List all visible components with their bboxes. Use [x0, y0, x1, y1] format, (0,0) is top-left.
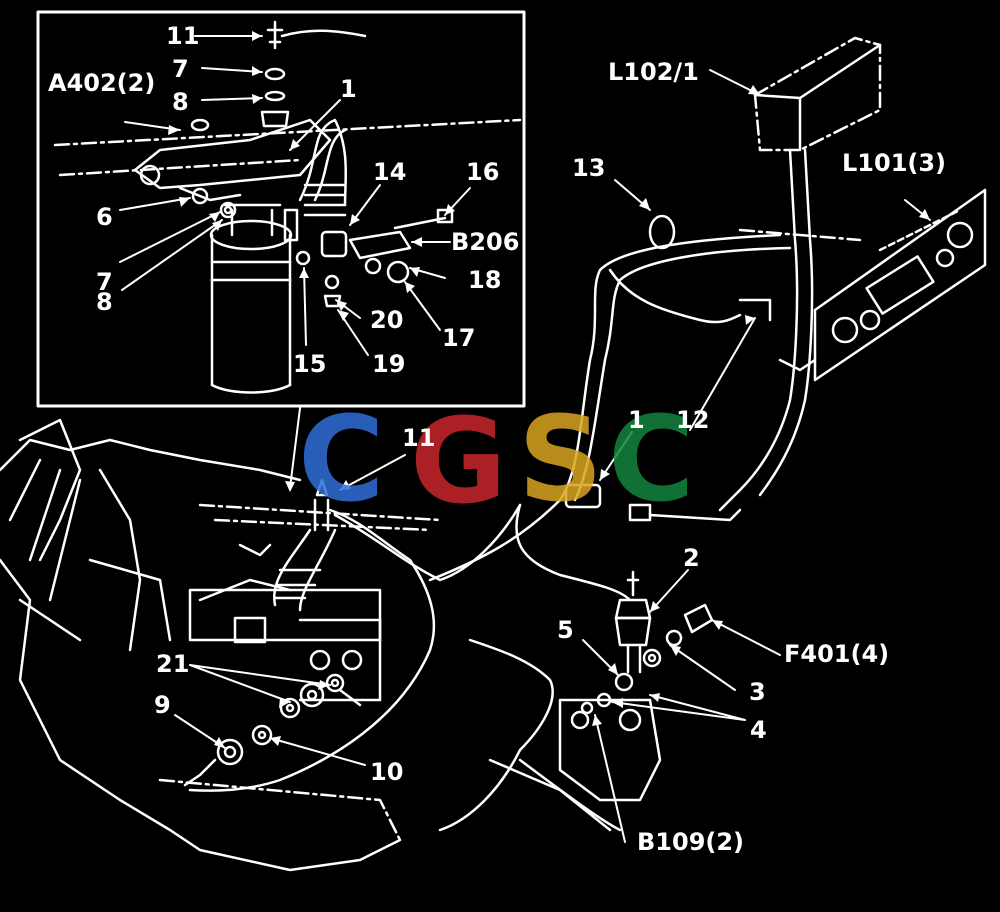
inset-label-b206: B206 [451, 228, 520, 256]
inset-label-11: 11 [166, 22, 200, 50]
harness-connectors [564, 214, 742, 522]
inset-label-17: 17 [442, 324, 476, 352]
engine-block [0, 418, 442, 872]
inset-filter [209, 203, 299, 394]
inset-small-parts [191, 187, 454, 308]
watermark-letter-3: S [518, 390, 603, 528]
l102-gauge-box [718, 36, 882, 512]
label-10: 10 [370, 758, 404, 786]
l101-instrument-panel [738, 188, 987, 382]
label-13: 13 [572, 154, 606, 182]
parts-9-10-21 [183, 673, 362, 787]
label-5: 5 [557, 616, 574, 644]
inset-sender-unit [260, 20, 367, 128]
inset-hose [298, 118, 348, 217]
inset-label-8-top: 8 [172, 88, 189, 116]
label-11: 11 [402, 424, 436, 452]
inset-leaders [119, 35, 471, 356]
inset-label-15: 15 [293, 350, 327, 378]
label-3: 3 [749, 678, 766, 706]
inset-arrowheads [168, 31, 455, 321]
inset-label-18: 18 [468, 266, 502, 294]
label-f401: F401(4) [784, 640, 890, 668]
label-1: 1 [628, 406, 645, 434]
inset-bracket [133, 118, 332, 202]
watermark-letter-4: C [608, 390, 695, 528]
label-12: 12 [676, 406, 710, 434]
inset-label-14: 14 [373, 158, 407, 186]
inset-centerline [53, 118, 522, 147]
label-4: 4 [750, 716, 767, 744]
main-arrowheads [214, 85, 930, 748]
watermark-letter-2: G [410, 392, 507, 530]
inset-label-16: 16 [466, 158, 500, 186]
label-9: 9 [154, 691, 171, 719]
inset-label-19: 19 [372, 350, 406, 378]
inset-label-20: 20 [370, 306, 404, 334]
inset-label-a402: A402(2) [48, 69, 156, 97]
label-2: 2 [683, 544, 700, 572]
sender-2-assembly [580, 570, 714, 715]
inset-label-6: 6 [96, 203, 113, 231]
wiring-harness [188, 228, 862, 792]
label-b109: B109(2) [637, 828, 745, 856]
watermark-letter-1: C [298, 390, 385, 528]
inset-callout-line [289, 407, 301, 489]
inset-label-7-top: 7 [172, 55, 189, 83]
label-21: 21 [156, 650, 190, 678]
inset-label-8-bottom: 8 [96, 288, 113, 316]
label-l101: L101(3) [842, 149, 947, 177]
transmission-housing [438, 638, 662, 832]
label-l102: L102/1 [608, 58, 699, 86]
inset-label-1: 1 [340, 75, 357, 103]
inset-frame [36, 10, 526, 408]
engine-hose [238, 478, 337, 612]
inset-label-7-bottom: 7 [96, 268, 113, 296]
